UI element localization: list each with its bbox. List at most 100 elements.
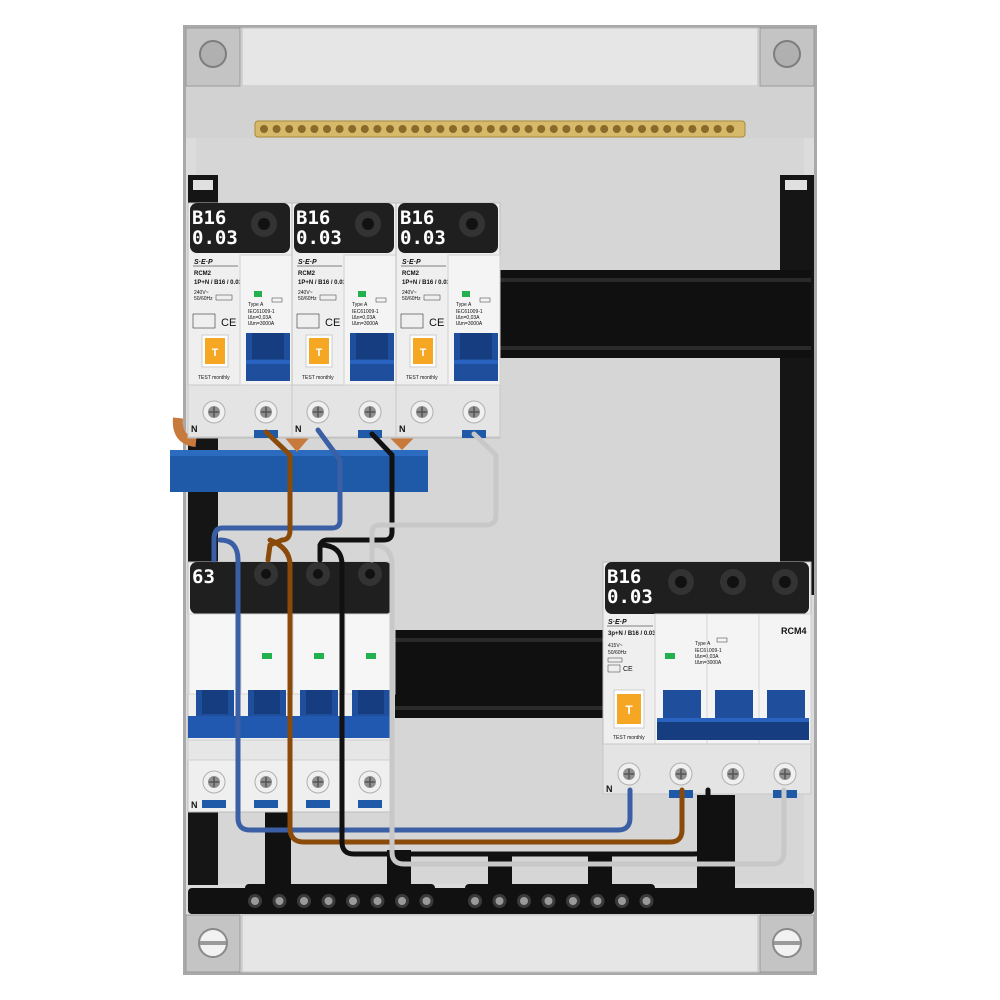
status-indicator <box>665 653 675 659</box>
certification-mark-icon <box>400 313 424 329</box>
test-button[interactable] <box>413 338 433 364</box>
standard-label: IEC61009-1 <box>248 309 275 315</box>
earth-screw-icon <box>713 125 722 133</box>
spec-label: 1P+N / B16 / 0.03A <box>402 280 455 286</box>
earth-busbar <box>254 120 746 138</box>
brown-wire-2 <box>267 537 685 845</box>
model-label: RCM2 <box>402 271 420 277</box>
status-indicator <box>366 653 376 659</box>
earth-screw-icon <box>323 125 331 133</box>
certification-mark-icon <box>192 313 216 329</box>
type-label: Type A <box>352 302 368 308</box>
blue-wire-2 <box>217 537 633 833</box>
earth-screw-icon <box>562 125 571 133</box>
earth-screw-icon <box>575 125 583 133</box>
earth-screw-icon <box>499 125 508 133</box>
icn-label: IΔm=3000A <box>456 321 483 327</box>
earth-screw-icon <box>360 125 369 133</box>
test-letter: T <box>625 703 633 717</box>
neutral-marker: N <box>399 424 406 434</box>
idn-label: IΔn=0,03A <box>352 315 376 321</box>
brand-logo: S·E·P <box>298 259 317 266</box>
certification-mark-icon <box>607 664 621 673</box>
status-indicator <box>254 291 262 297</box>
brown-wire-1 <box>263 429 293 563</box>
earth-screw-icon <box>411 125 420 133</box>
earth-screw-icon <box>675 125 684 133</box>
ce-mark-icon: CE <box>325 317 340 329</box>
blue-wire-1 <box>211 427 343 563</box>
earth-screw-icon <box>726 125 735 133</box>
earth-screw-icon <box>663 125 672 133</box>
din-rail-bottom <box>395 630 610 718</box>
icn-label: IΔm=3000A <box>248 321 275 327</box>
test-button[interactable] <box>205 338 225 364</box>
ce-mark-icon: CE <box>221 317 236 329</box>
enclosure <box>183 25 817 975</box>
grey-wire-2 <box>369 542 787 867</box>
test-letter: T <box>212 347 219 359</box>
earth-screw-icon <box>310 125 319 133</box>
neutral-marker: N <box>606 784 613 794</box>
earth-screw-icon <box>486 125 495 133</box>
earth-screw-icon <box>398 125 407 133</box>
rcbo-rating-sensitivity: 0.03 <box>607 586 653 608</box>
frequency-label: 50/60Hz <box>608 650 627 656</box>
corner-bolt-top-left-icon <box>185 27 241 87</box>
status-indicator <box>262 653 272 659</box>
earth-screw-icon <box>600 125 609 133</box>
comb-busbar <box>170 417 428 492</box>
earth-screw-icon <box>537 125 546 133</box>
model-label: RCM2 <box>194 271 212 277</box>
corner-bolt-top-right-icon <box>759 27 815 87</box>
frequency-label: 50/60Hz <box>298 296 317 302</box>
din-rail-top <box>495 270 811 358</box>
earth-screw-icon <box>587 125 596 133</box>
earth-screw-icon <box>524 125 533 133</box>
voltage-label: 240V~ <box>402 290 417 296</box>
idn-label: IΔn=0,03A <box>248 315 272 321</box>
earth-screw-icon <box>688 125 697 133</box>
icn-label: IΔm=3000A <box>695 660 722 666</box>
earth-screw-icon <box>701 125 709 133</box>
earth-screw-icon <box>260 125 268 133</box>
voltage-label: 240V~ <box>298 290 313 296</box>
test-label: TEST monthly <box>406 375 438 381</box>
earth-screw-icon <box>638 125 646 133</box>
neutral-marker: N <box>295 424 302 434</box>
earth-screw-icon <box>386 125 394 133</box>
earth-screw-icon <box>650 125 659 133</box>
rcbo-rating-sensitivity: 0.03 <box>296 227 342 249</box>
spec-label: 1P+N / B16 / 0.03A <box>194 280 247 286</box>
earth-screw-icon <box>297 125 306 133</box>
earth-screw-icon <box>549 125 558 133</box>
test-button[interactable] <box>309 338 329 364</box>
test-letter: T <box>316 347 323 359</box>
earth-screw-icon <box>335 125 344 133</box>
breaker-toggle[interactable] <box>715 690 753 722</box>
corner-bolt-bottom-left-icon <box>185 914 241 973</box>
voltage-label: 240V~ <box>194 290 209 296</box>
type-label: Type A <box>695 641 711 647</box>
neutral-marker: N <box>191 424 198 434</box>
earth-screw-icon <box>436 125 445 133</box>
breaker-toggle[interactable] <box>663 690 701 722</box>
test-label: TEST monthly <box>302 375 334 381</box>
ce-mark-icon: CE <box>429 317 444 329</box>
earth-screw-icon <box>612 125 621 133</box>
test-label: TEST monthly <box>198 375 230 381</box>
spec-label: 1P+N / B16 / 0.03A <box>298 280 351 286</box>
earth-screw-icon <box>625 125 634 133</box>
certification-mark-icon <box>296 313 320 329</box>
earth-screw-icon <box>272 125 281 133</box>
corner-bolt-bottom-right-icon <box>759 914 815 973</box>
rcbo-rating-curve: B16 <box>296 207 330 229</box>
earth-screw-icon <box>512 125 520 133</box>
test-button[interactable] <box>617 694 641 724</box>
breaker-toggle[interactable] <box>767 690 805 722</box>
